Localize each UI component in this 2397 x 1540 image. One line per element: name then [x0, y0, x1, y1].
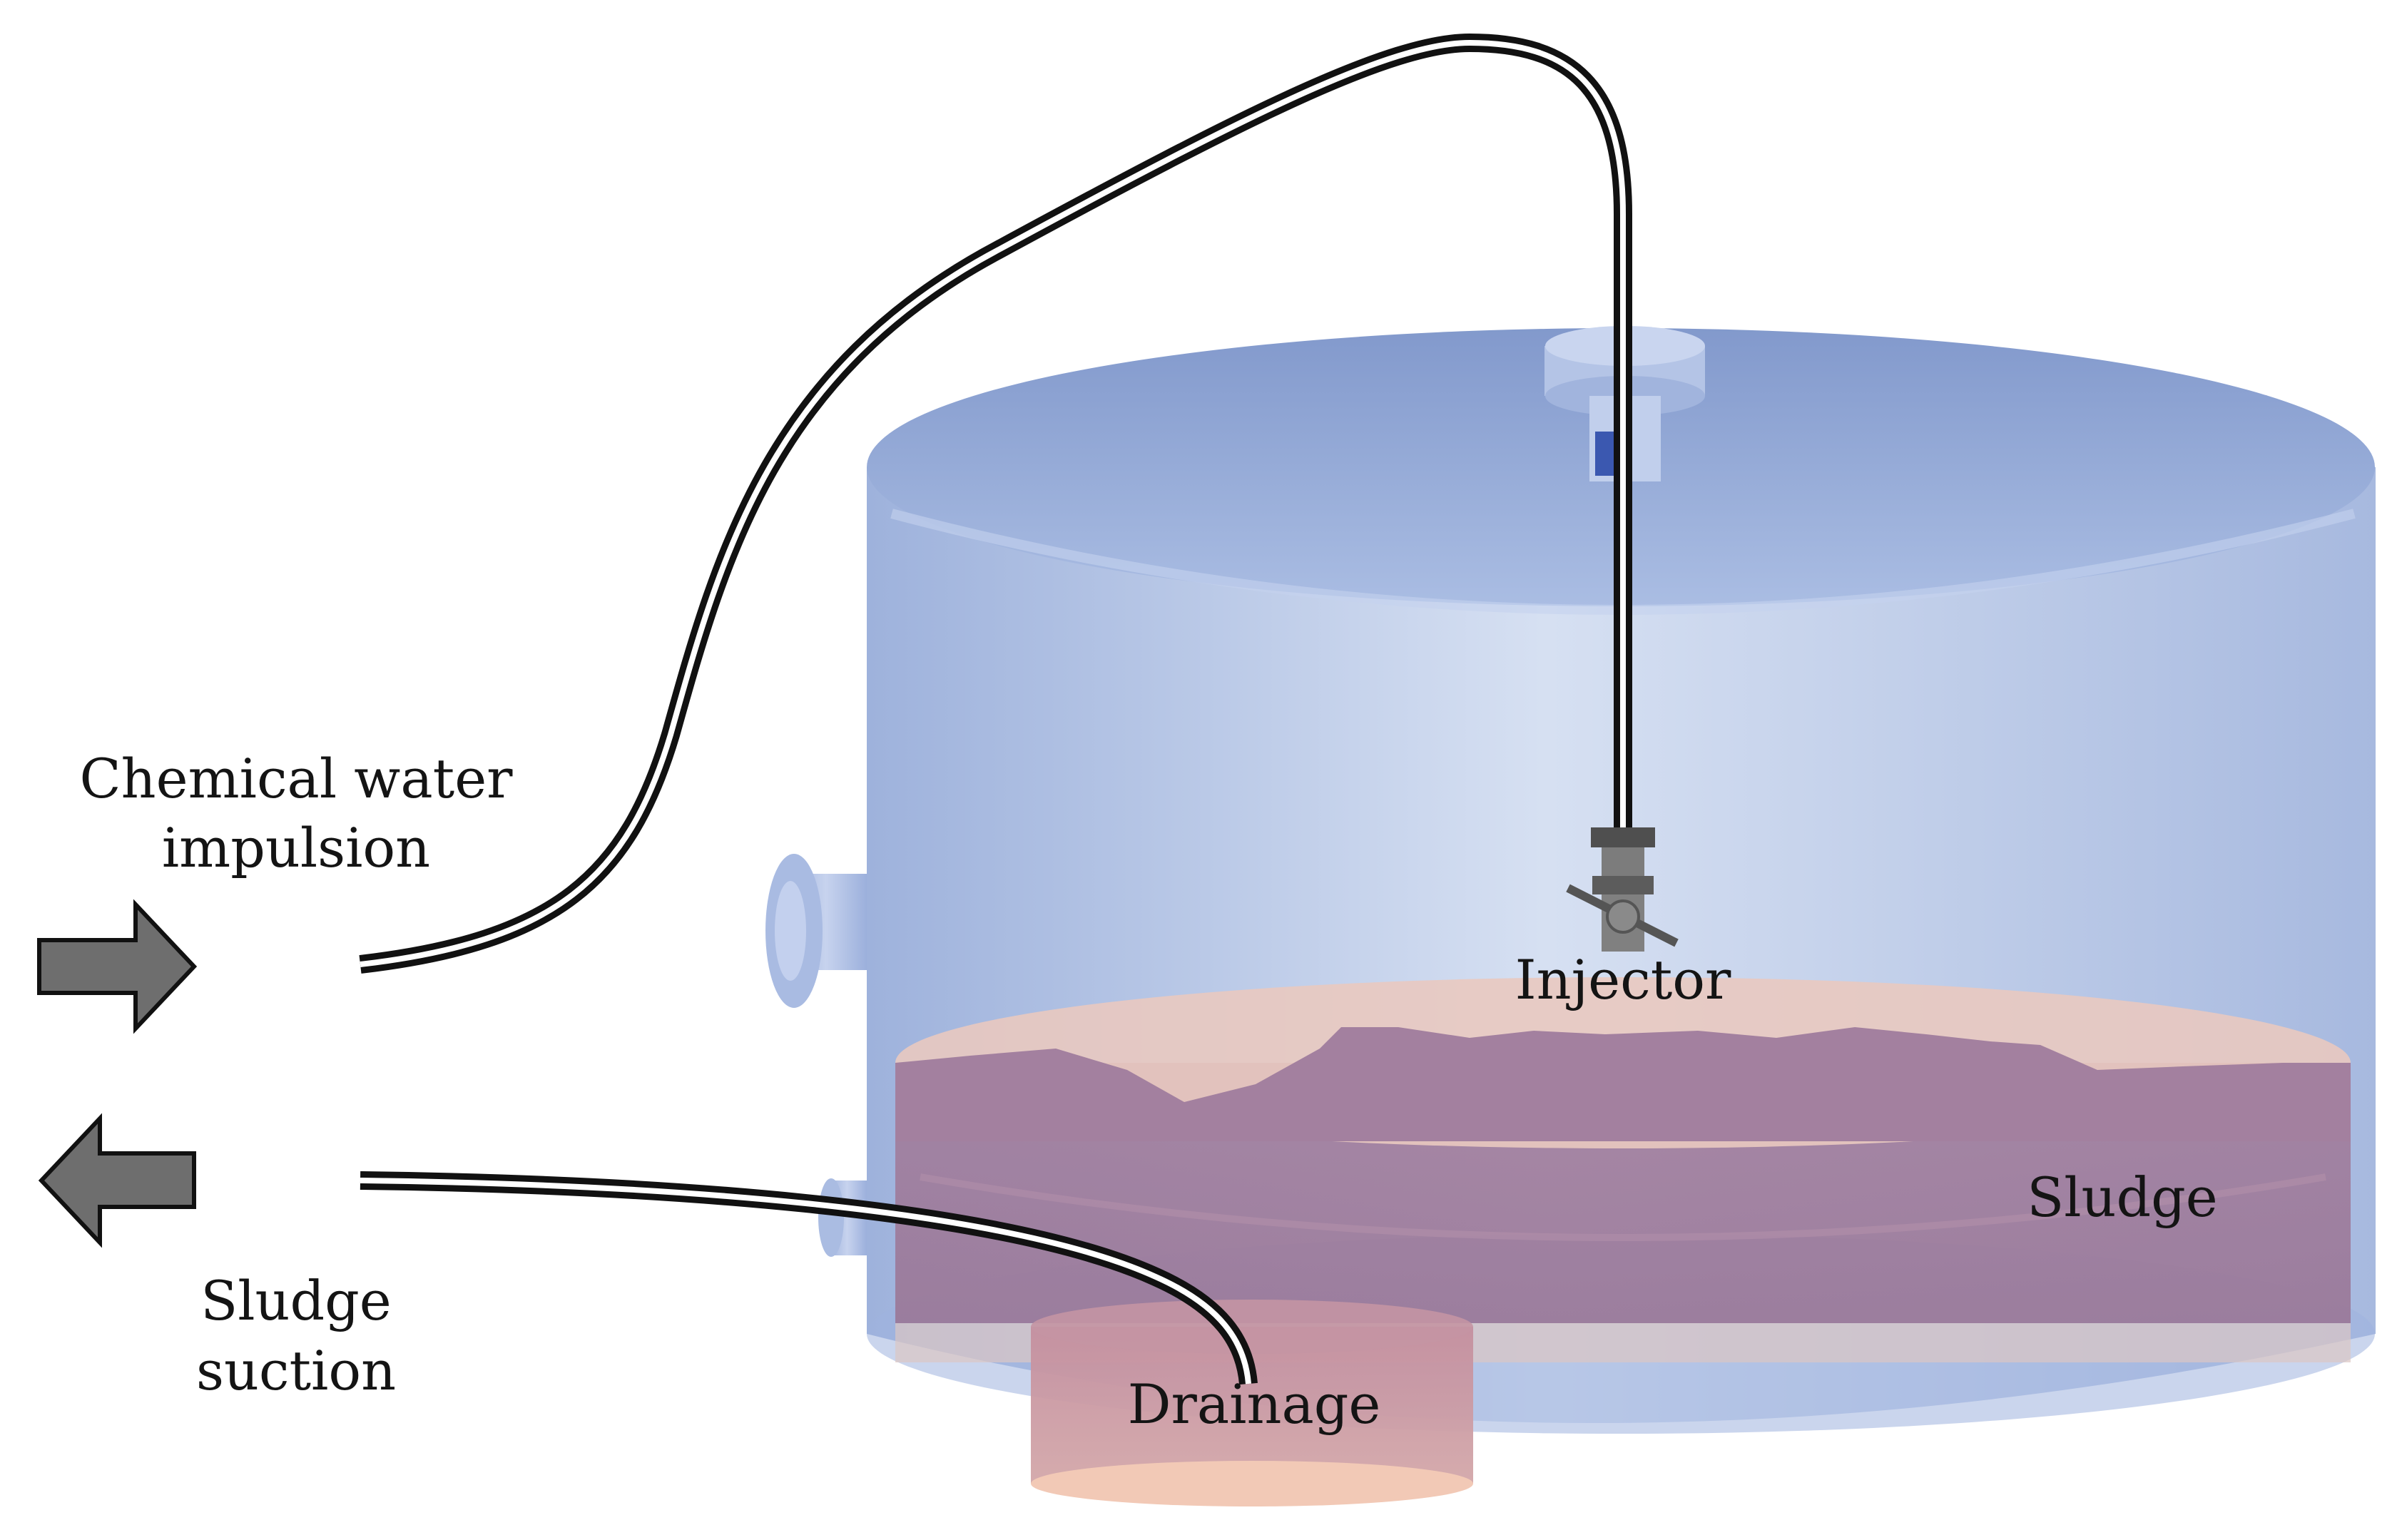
- injector-pipe: [359, 33, 1632, 974]
- suction-pipe: [360, 1171, 1258, 1385]
- labels: Chemical water impulsion Sludge suction …: [80, 747, 2218, 1436]
- arrow-right-icon: [37, 899, 198, 1034]
- arrow-left-icon: [38, 1113, 196, 1248]
- label-drainage: Drainage: [1128, 1372, 1381, 1436]
- inflow-arrow: [37, 899, 198, 1034]
- outflow-arrow: [38, 1113, 196, 1248]
- label-injector: Injector: [1515, 948, 1731, 1011]
- sludge-layer: [895, 977, 2351, 1362]
- injector-device: [1566, 827, 1679, 952]
- label-chemical-water-line1: Chemical water: [80, 747, 514, 810]
- label-sludge-suction-line1: Sludge: [200, 1269, 392, 1332]
- label-sludge: Sludge: [2027, 1166, 2218, 1229]
- upper-side-knob: [765, 854, 867, 1008]
- label-sludge-suction-line2: suction: [196, 1339, 396, 1402]
- label-chemical-water-line2: impulsion: [162, 816, 430, 879]
- sludge-surface: [895, 1027, 2351, 1141]
- drainage-box: [1031, 1300, 1473, 1506]
